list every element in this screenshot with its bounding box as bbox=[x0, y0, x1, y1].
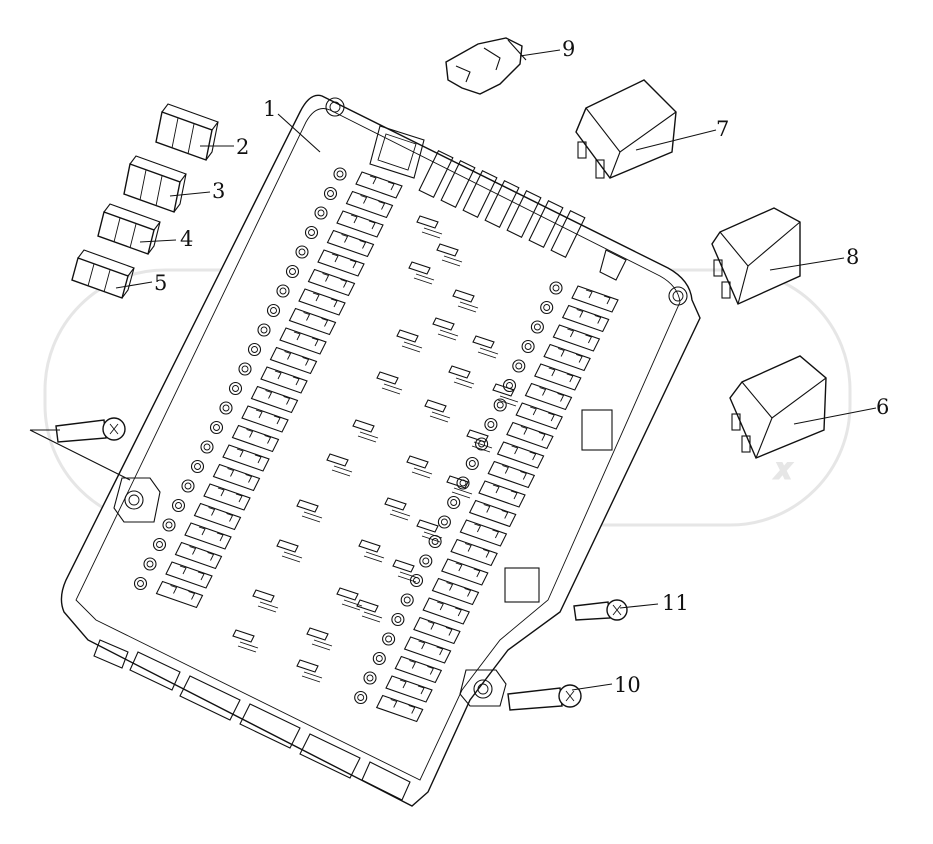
left-fuse-slot bbox=[285, 264, 356, 297]
left-fuse-slot bbox=[314, 206, 384, 238]
left-fuse-slot bbox=[333, 167, 403, 199]
terminal bbox=[296, 659, 323, 683]
terminal bbox=[466, 429, 493, 453]
left-fuse-slot bbox=[171, 498, 242, 531]
right-fuse-slot bbox=[437, 515, 508, 547]
clip-9 bbox=[445, 37, 527, 95]
right-fuse-slot bbox=[484, 417, 554, 450]
right-fuse-slot bbox=[354, 690, 424, 723]
left-fuse-slot bbox=[219, 401, 289, 433]
left-fuse-slot bbox=[323, 186, 394, 219]
fuse-block-4 bbox=[97, 203, 161, 255]
right-fuse-slot bbox=[549, 281, 619, 313]
terminal bbox=[392, 559, 419, 583]
callout-9: 9 bbox=[562, 37, 575, 61]
terminal bbox=[396, 329, 423, 353]
terminal bbox=[384, 497, 411, 521]
terminal bbox=[276, 539, 303, 563]
terminal bbox=[416, 215, 443, 239]
left-fuse-slot bbox=[257, 323, 327, 355]
right-fuse-slot bbox=[391, 612, 461, 645]
left-fuse-slot bbox=[247, 342, 318, 375]
terminal bbox=[424, 399, 451, 423]
terminal bbox=[352, 419, 379, 443]
screw-11 bbox=[573, 599, 628, 621]
leader-lines bbox=[29, 49, 877, 691]
relay-6 bbox=[729, 355, 827, 459]
right-fuse-slot bbox=[400, 593, 470, 625]
terminal bbox=[358, 539, 385, 563]
callout-labels: 1 2 3 4 5 6 7 8 9 10 11 bbox=[154, 37, 889, 697]
left-fuse-slot bbox=[162, 518, 232, 550]
left-fuse-slot bbox=[238, 362, 308, 394]
callout-2: 2 bbox=[236, 135, 249, 159]
left-fuse-slot bbox=[266, 303, 337, 336]
right-fuse-slot bbox=[382, 632, 452, 664]
callout-3: 3 bbox=[212, 179, 225, 203]
right-fuse-slot bbox=[363, 671, 433, 703]
fuse-block-2 bbox=[155, 103, 219, 161]
terminal bbox=[356, 599, 383, 623]
terminal bbox=[252, 589, 279, 613]
left-fuse-slot bbox=[190, 459, 261, 492]
left-fuse-slot bbox=[228, 381, 299, 414]
right-fuse-slot bbox=[540, 300, 610, 333]
right-fuse-slot bbox=[372, 651, 443, 684]
right-fuse-slot bbox=[530, 320, 601, 352]
fuse-column-left bbox=[133, 167, 403, 609]
terminal bbox=[472, 335, 499, 359]
callout-7: 7 bbox=[716, 117, 729, 141]
screw-10 bbox=[507, 684, 582, 711]
fuse-box-board bbox=[60, 94, 701, 807]
left-fuse-slot bbox=[143, 557, 213, 589]
terminal bbox=[436, 243, 463, 267]
bottom-connectors bbox=[93, 639, 411, 801]
callout-1: 1 bbox=[263, 97, 276, 121]
terminal bbox=[452, 289, 479, 313]
terminal bbox=[296, 499, 323, 523]
right-fuse-slot bbox=[512, 359, 582, 391]
right-fuse-slot bbox=[447, 495, 517, 528]
relay-socket-row bbox=[418, 149, 586, 259]
left-fuse-slot bbox=[200, 440, 270, 472]
terminal bbox=[336, 587, 363, 611]
left-fuse-slot bbox=[133, 576, 204, 609]
center-terminals bbox=[232, 215, 519, 683]
terminal bbox=[376, 371, 403, 395]
terminal bbox=[432, 317, 459, 341]
callout-6: 6 bbox=[876, 395, 889, 419]
fuse-block-3 bbox=[123, 155, 187, 213]
fuse-block-5 bbox=[71, 249, 135, 299]
left-fuse-slot bbox=[304, 225, 375, 258]
callout-4: 4 bbox=[180, 227, 193, 251]
terminal bbox=[232, 629, 259, 653]
left-fuse-slot bbox=[276, 284, 346, 316]
left-fuse-slot bbox=[181, 479, 251, 511]
callout-11: 11 bbox=[662, 591, 689, 615]
callout-8: 8 bbox=[846, 245, 859, 269]
terminal bbox=[306, 627, 333, 651]
screw-left bbox=[55, 417, 126, 443]
relay-7 bbox=[575, 79, 677, 179]
callout-5: 5 bbox=[154, 271, 167, 295]
left-fuse-slot bbox=[295, 245, 365, 277]
relay-8 bbox=[711, 207, 801, 305]
terminal bbox=[448, 365, 475, 389]
terminal bbox=[416, 519, 443, 543]
callout-10: 10 bbox=[614, 673, 641, 697]
right-fuse-slot bbox=[419, 554, 489, 586]
right-fuse-slot bbox=[521, 339, 591, 372]
terminal bbox=[406, 455, 433, 479]
right-fuse-slot bbox=[493, 398, 563, 430]
terminal bbox=[446, 475, 473, 499]
right-fuse-slot bbox=[465, 456, 536, 489]
terminal bbox=[408, 261, 435, 285]
terminal bbox=[326, 453, 353, 477]
left-fuse-slot bbox=[152, 537, 223, 570]
terminal bbox=[492, 383, 519, 407]
fuse-column-right bbox=[354, 281, 619, 723]
left-fuse-slot bbox=[209, 420, 280, 453]
